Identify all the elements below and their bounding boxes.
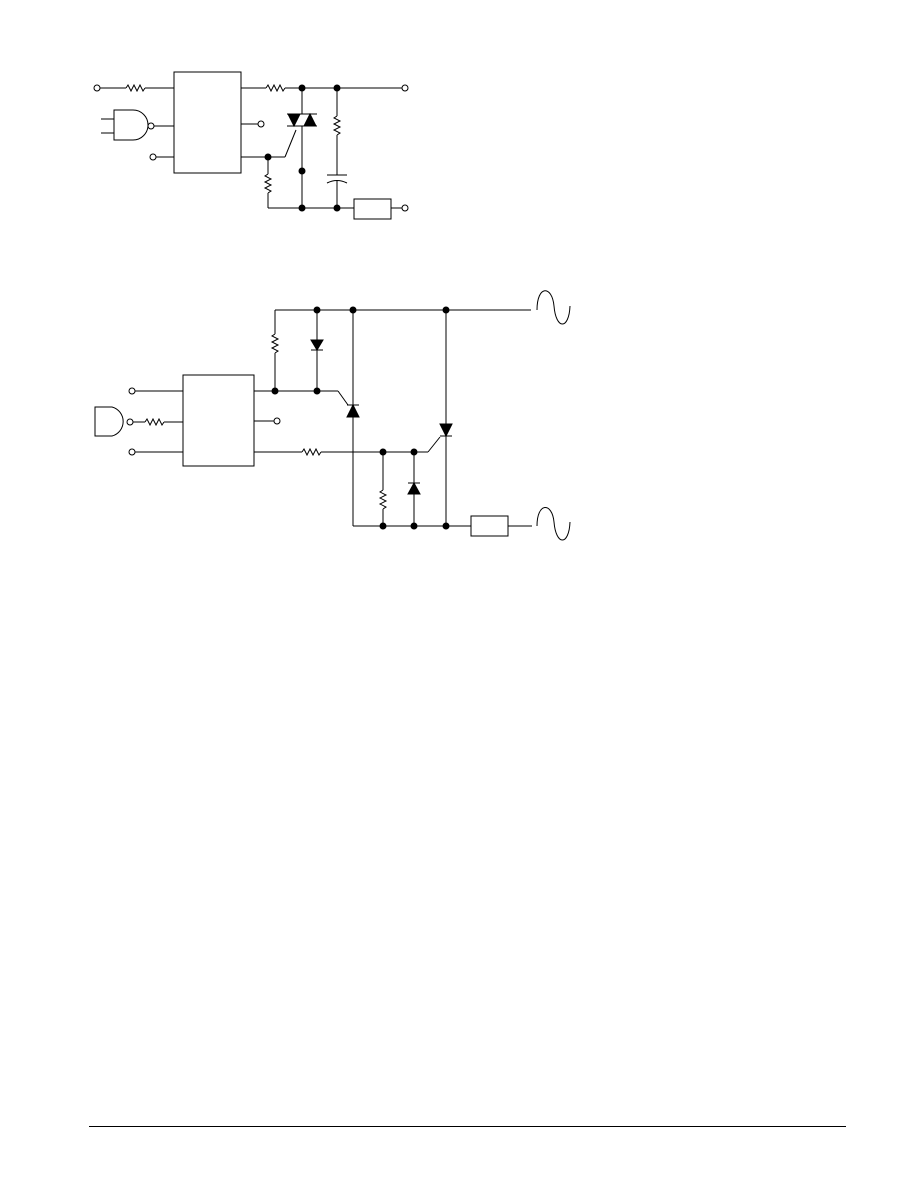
resistor-icon <box>265 83 286 93</box>
triac-icon <box>268 88 317 208</box>
nand-gate-icon <box>94 406 134 437</box>
diode-icon <box>407 481 421 495</box>
ac-sine-icon <box>536 507 571 541</box>
resistor-icon <box>263 173 273 194</box>
output-terminal-1 <box>401 84 409 92</box>
circuit-1 <box>93 71 409 220</box>
nand-gate-icon <box>101 109 174 141</box>
resistor-icon <box>144 417 165 427</box>
nc-terminal <box>257 120 265 128</box>
input-terminal-2 <box>149 153 157 161</box>
circuit-2 <box>94 290 571 541</box>
input-terminal-1 <box>128 387 136 395</box>
output-terminal-2 <box>401 204 409 212</box>
input-terminal-2 <box>128 448 136 456</box>
load-2 <box>470 515 509 537</box>
diode-icon <box>310 339 324 351</box>
ac-sine-icon <box>536 290 571 325</box>
capacitor-icon <box>326 174 348 184</box>
load-1 <box>353 198 392 220</box>
footer-rule <box>89 1126 846 1127</box>
scr-icon <box>346 403 360 418</box>
resistor-icon <box>332 115 342 136</box>
scr-icon <box>439 423 453 438</box>
resistor-icon <box>125 83 146 93</box>
resistor-icon <box>301 447 322 457</box>
optocoupler-ic <box>182 374 255 467</box>
input-terminal-1 <box>93 84 101 92</box>
resistor-icon <box>378 489 388 510</box>
nc-terminal <box>273 417 281 425</box>
resistor-icon <box>270 333 280 354</box>
optocoupler-ic <box>173 71 242 174</box>
